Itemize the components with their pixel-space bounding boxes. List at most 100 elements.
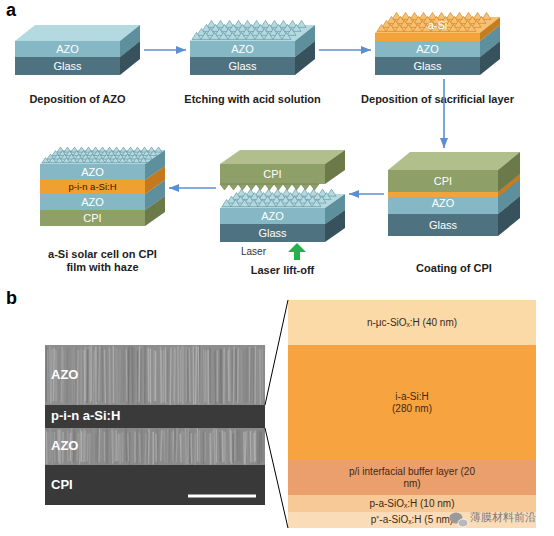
sem-grain-line bbox=[205, 351, 207, 402]
sem-grain-line bbox=[181, 346, 183, 405]
sem-grain-line bbox=[113, 430, 115, 462]
sem-grain-line bbox=[115, 430, 117, 461]
sem-grain-line bbox=[89, 433, 91, 464]
sem-grain-line bbox=[200, 345, 202, 404]
film-layer: AZO bbox=[40, 150, 165, 180]
sem-grain-line bbox=[142, 428, 144, 464]
haze-spike bbox=[237, 32, 246, 39]
sem-grain-line bbox=[126, 349, 128, 401]
sem-grain-line bbox=[84, 430, 86, 461]
layer-front bbox=[15, 57, 120, 75]
haze-spike bbox=[229, 184, 238, 190]
process-step: Coating of CPICPIAZOGlass bbox=[388, 152, 520, 236]
sem-grain-line bbox=[137, 351, 139, 405]
haze-spike bbox=[238, 184, 247, 190]
process-arrow bbox=[443, 79, 445, 148]
sem-layer: AZO bbox=[45, 428, 265, 465]
sem-grain-line bbox=[221, 350, 223, 404]
haze-spike bbox=[84, 158, 91, 163]
sem-grain-line bbox=[222, 430, 224, 462]
sem-grain-line bbox=[213, 428, 215, 464]
haze-spike bbox=[458, 24, 467, 31]
layer-label: CPI bbox=[220, 164, 325, 184]
haze-spike bbox=[220, 184, 229, 190]
sem-grain-line bbox=[230, 430, 232, 464]
sem-grain-line bbox=[134, 431, 136, 462]
haze-spike bbox=[249, 200, 258, 207]
haze-spike bbox=[449, 24, 458, 31]
sem-grain-line bbox=[217, 430, 219, 465]
step-caption: a-Si solar cell on CPI film with haze bbox=[47, 248, 159, 273]
layer-front bbox=[40, 210, 145, 226]
sem-grain-line bbox=[144, 346, 146, 405]
icon-bubble bbox=[450, 513, 463, 524]
sem-grain-line bbox=[239, 348, 241, 403]
layer-side bbox=[325, 210, 345, 242]
sem-grain-line bbox=[119, 433, 121, 464]
haze-spike bbox=[477, 16, 486, 23]
sem-grain-line bbox=[80, 349, 81, 405]
layer-label: Glass bbox=[375, 57, 480, 75]
layer-front bbox=[375, 33, 480, 41]
sem-grain-line bbox=[203, 431, 204, 464]
sem-grain-line bbox=[164, 431, 166, 465]
sem-grain-line bbox=[117, 434, 119, 462]
haze-spike bbox=[210, 32, 219, 39]
sem-grain-line bbox=[139, 433, 141, 462]
sem-grain-line bbox=[204, 432, 206, 462]
layer-top bbox=[220, 150, 345, 164]
process-step: Deposition of AZOAZOGlass bbox=[15, 25, 140, 75]
sem-grain-line bbox=[128, 346, 130, 405]
sem-grain-line bbox=[195, 345, 197, 403]
haze-spike bbox=[192, 32, 201, 39]
haze-spike bbox=[467, 24, 476, 31]
sem-grain-line bbox=[223, 348, 225, 404]
sem-grain-line bbox=[249, 347, 251, 403]
sem-grain-line bbox=[240, 431, 242, 464]
haze-spike bbox=[240, 200, 249, 207]
layer-front bbox=[40, 194, 145, 210]
haze-spike bbox=[133, 158, 140, 163]
layer-front bbox=[220, 164, 325, 184]
sem-grain-line bbox=[127, 433, 129, 461]
sem-grain-line bbox=[47, 350, 49, 403]
sem-grain-line bbox=[237, 430, 239, 462]
haze-spike bbox=[231, 200, 240, 207]
layer-front bbox=[220, 208, 325, 224]
sem-grain-line bbox=[105, 428, 106, 465]
sacrificial-stripe bbox=[388, 192, 498, 197]
haze-spike bbox=[287, 28, 296, 35]
sem-grain-line bbox=[180, 430, 182, 463]
layer-label: AZO bbox=[15, 41, 120, 57]
sem-grain-line bbox=[125, 428, 127, 461]
sem-grain-line bbox=[226, 349, 228, 403]
layer-side bbox=[145, 196, 165, 226]
edge-layer bbox=[144, 50, 444, 194]
haze-spike bbox=[276, 200, 285, 207]
layer-top bbox=[388, 174, 520, 192]
sem-grain-line bbox=[87, 349, 89, 403]
layer-top bbox=[40, 166, 165, 180]
sem-grain-line bbox=[193, 346, 195, 405]
sem-grain-line bbox=[95, 347, 97, 405]
sem-grain-line bbox=[219, 349, 221, 403]
layer-top bbox=[190, 25, 315, 41]
haze-spike bbox=[119, 158, 126, 163]
stack-layer: p-a-SiOₓ:H (10 nm) bbox=[288, 495, 536, 512]
layer-label: Glass bbox=[388, 214, 498, 236]
sem-grain-line bbox=[122, 433, 124, 463]
haze-spike bbox=[395, 24, 404, 31]
sem-grain-line bbox=[160, 346, 162, 404]
haze-spike bbox=[150, 151, 157, 156]
sem-grain-line bbox=[203, 349, 205, 403]
sem-grain-line bbox=[197, 428, 199, 461]
sem-grain-line bbox=[153, 432, 154, 465]
sem-grain-line bbox=[117, 348, 119, 403]
layer-top bbox=[375, 17, 500, 33]
layer-label: CPI bbox=[388, 170, 498, 192]
icon-bubble bbox=[458, 519, 468, 527]
haze-spike bbox=[56, 158, 63, 163]
haze-spike bbox=[292, 184, 301, 190]
layer-side bbox=[295, 41, 315, 75]
